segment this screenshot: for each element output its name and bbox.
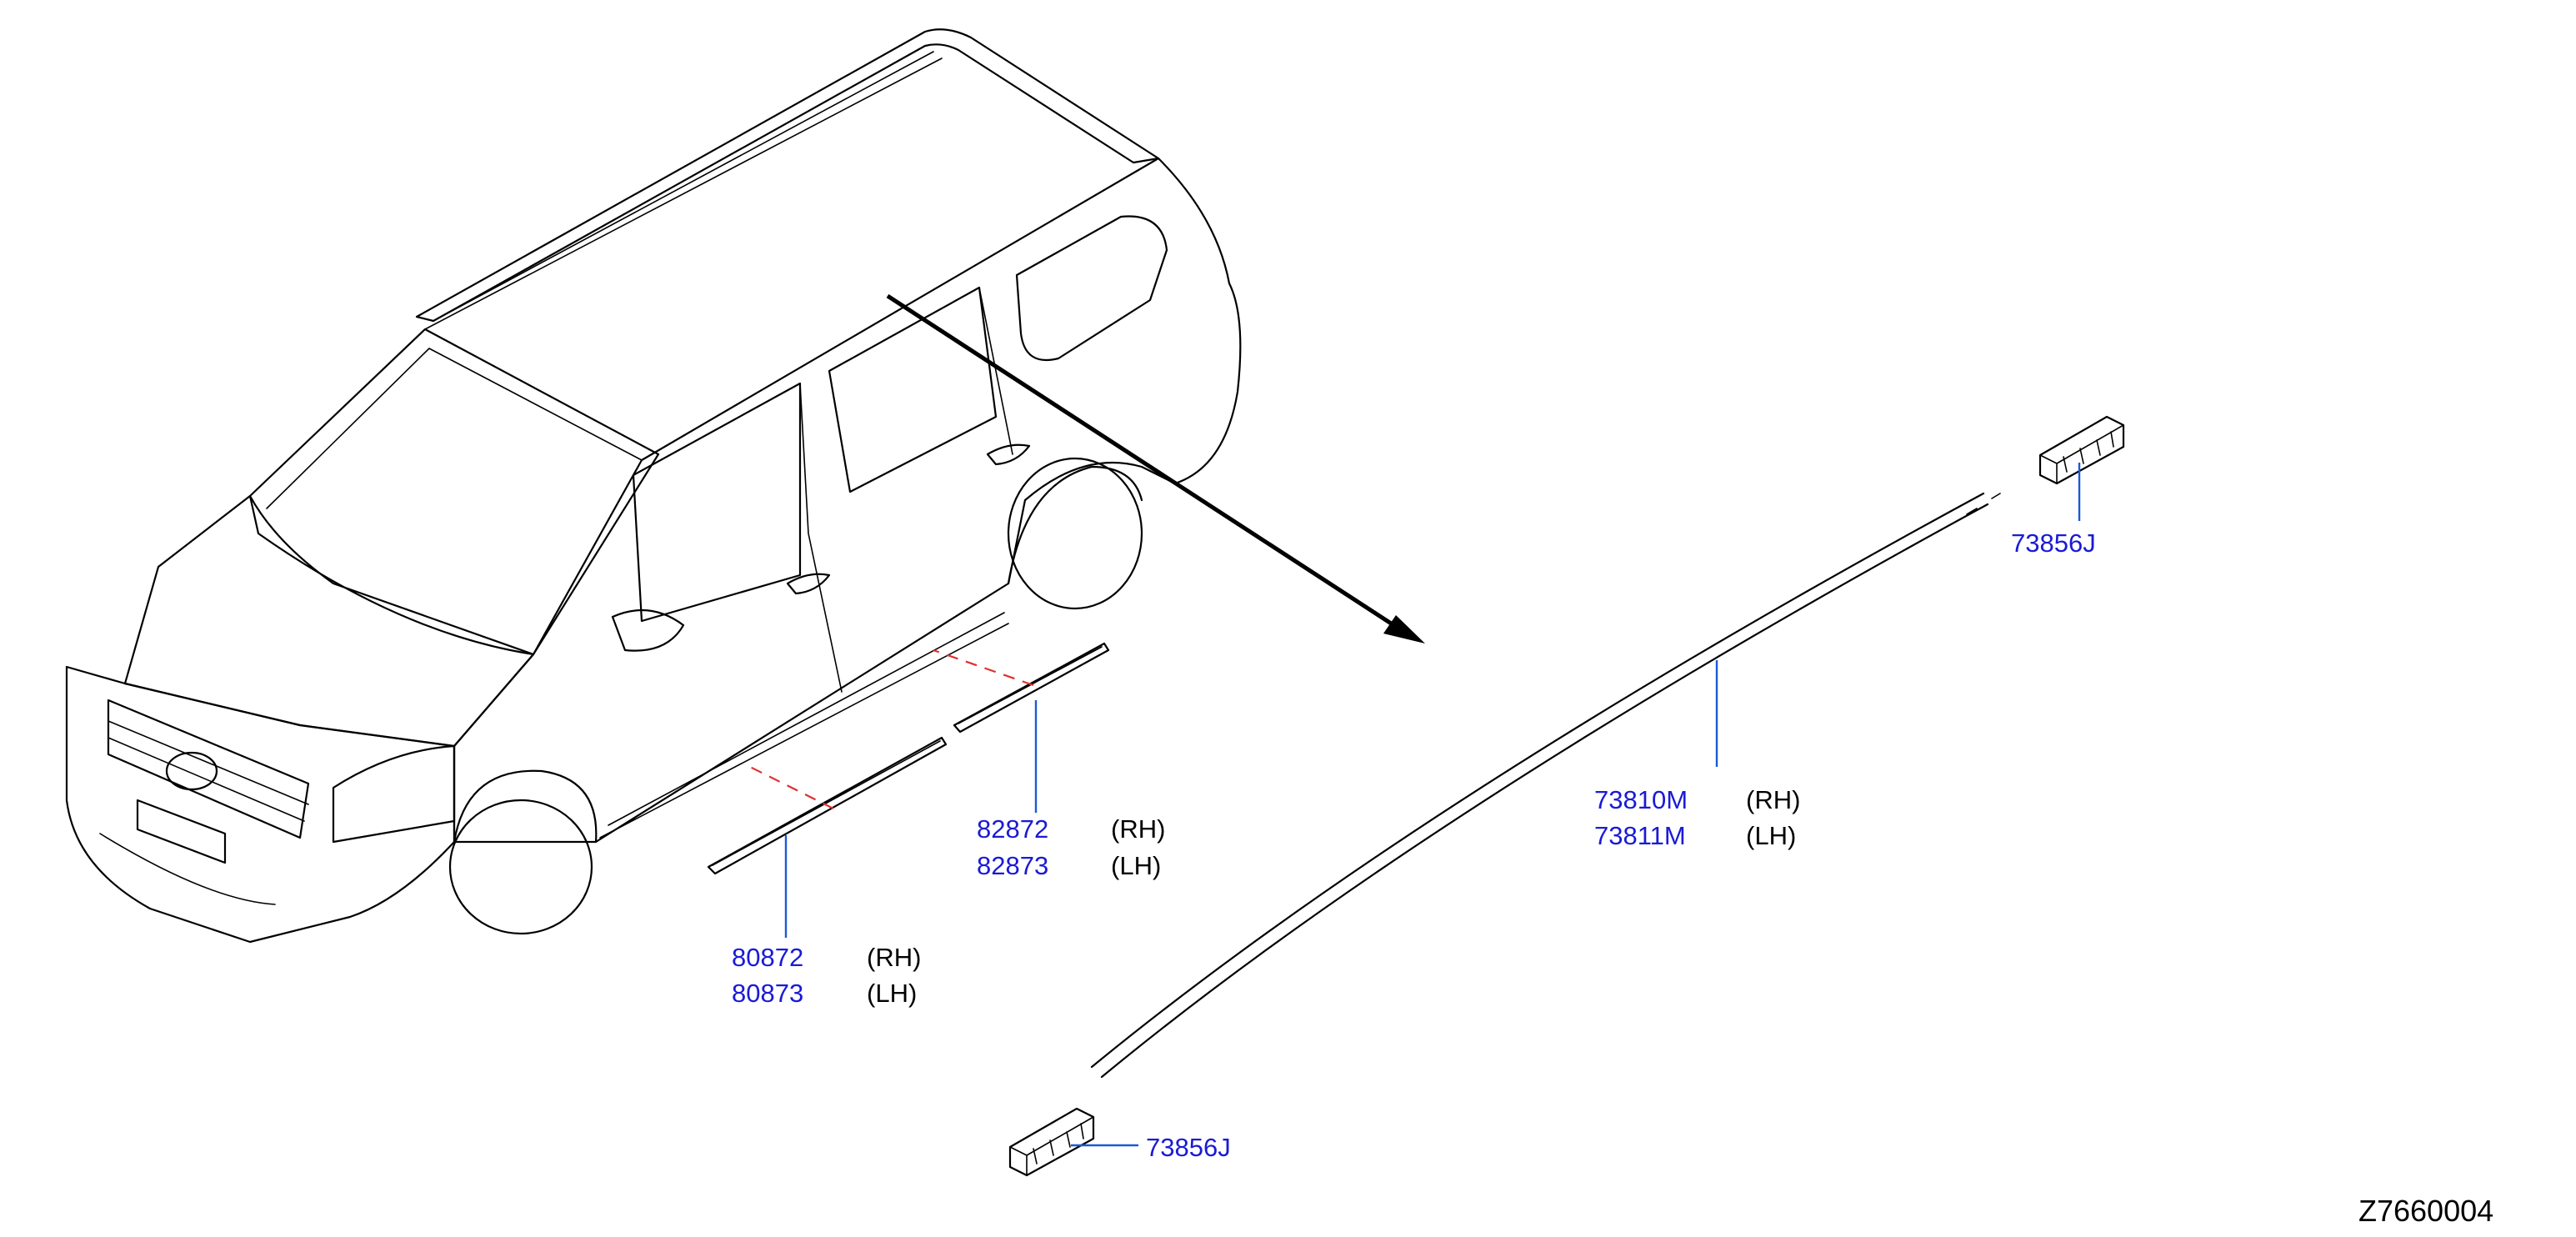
- callout-side-label: (LH): [1746, 821, 1796, 850]
- vehicle-illustration: [65, 28, 1242, 944]
- callout-side-label: (LH): [1111, 851, 1161, 880]
- callout-side-label: (RH): [1746, 785, 1800, 814]
- callout-part-number[interactable]: 80873: [732, 979, 803, 1008]
- callout-side-label: (RH): [867, 943, 921, 972]
- clip-icon: [2038, 415, 2125, 485]
- clip-icon: [1008, 1107, 1095, 1177]
- callout-part-number[interactable]: 73810M: [1594, 785, 1688, 814]
- callout-part-number[interactable]: 80872: [732, 943, 803, 972]
- callout-part-number[interactable]: 82873: [977, 851, 1048, 880]
- callout-side-label: (LH): [867, 979, 917, 1008]
- callout-side-label: (RH): [1111, 814, 1165, 844]
- callout-part-number[interactable]: 82872: [977, 814, 1048, 844]
- diagram-reference-code: Z7660004: [2358, 1194, 2493, 1228]
- callout-part-number[interactable]: 73811M: [1594, 821, 1686, 850]
- emblem-icon: [165, 751, 218, 791]
- roof-molding: [1090, 492, 2001, 1079]
- rear-sill-molding: [933, 642, 1110, 734]
- front-sill-molding: [707, 736, 948, 875]
- callout-part-number[interactable]: 73856J: [2011, 528, 2096, 558]
- callout-part-number[interactable]: 73856J: [1146, 1133, 1231, 1162]
- direction-arrow: [886, 293, 1425, 644]
